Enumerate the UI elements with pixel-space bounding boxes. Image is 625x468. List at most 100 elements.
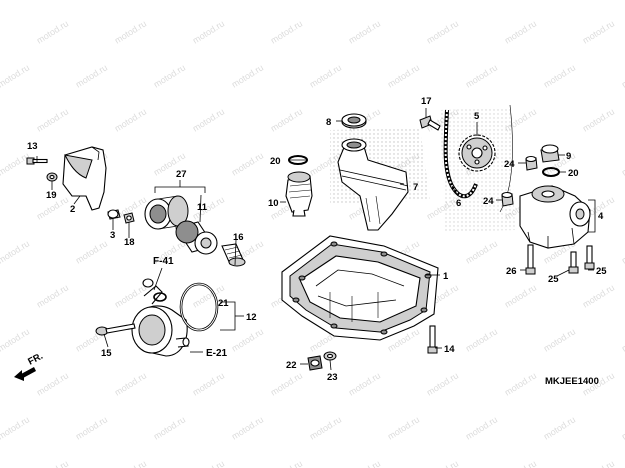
bolt-13	[26, 157, 48, 165]
bolt-15	[95, 323, 136, 336]
watermark-text: motod.ru	[464, 62, 499, 89]
watermark-text: motod.ru	[191, 370, 226, 397]
callout-21: 21	[218, 298, 229, 309]
watermark-text: motod.ru	[425, 458, 460, 468]
watermark-text: motod.ru	[542, 414, 577, 441]
watermark-text: motod.ru	[0, 238, 31, 265]
dowel-24-upper	[525, 155, 538, 171]
callout-20-right: 20	[568, 168, 579, 179]
watermark-text: motod.ru	[0, 326, 31, 353]
callout-5: 5	[474, 111, 480, 122]
callout-3: 3	[110, 230, 115, 241]
watermark-text: motod.ru	[464, 326, 499, 353]
watermark-text: motod.ru	[620, 326, 625, 353]
watermark-text: motod.ru	[191, 458, 226, 468]
watermark-text: motod.ru	[620, 150, 625, 177]
watermark-text: motod.ru	[347, 18, 382, 45]
callout-6: 6	[456, 198, 461, 209]
callout-18: 18	[124, 237, 135, 248]
watermark-text: motod.ru	[386, 0, 421, 2]
bolt-25-left	[568, 251, 579, 274]
leader-lines	[36, 108, 594, 371]
watermark-text: motod.ru	[581, 18, 616, 45]
callout-23: 23	[327, 372, 338, 383]
callout-25-right: 25	[596, 266, 607, 277]
oil-cooler-12	[131, 278, 190, 357]
watermark-text: motod.ru	[113, 106, 148, 133]
watermark-text: motod.ru	[0, 0, 31, 2]
callout-22: 22	[286, 360, 297, 371]
watermark-text: motod.ru	[35, 18, 70, 45]
watermark-text: motod.ru	[152, 0, 187, 2]
watermark-text: motod.ru	[269, 458, 304, 468]
watermark-text: motod.ru	[74, 238, 109, 265]
watermark-text: motod.ru	[308, 0, 343, 2]
oil-filter-adapter-27	[144, 195, 189, 230]
watermark-text: motod.ru	[308, 414, 343, 441]
watermark-text: motod.ru	[35, 106, 70, 133]
watermark-text: motod.ru	[464, 414, 499, 441]
watermark-text: motod.ru	[503, 282, 538, 309]
callout-1: 1	[443, 271, 449, 282]
callout-16: 16	[233, 232, 244, 243]
watermark-text: motod.ru	[269, 370, 304, 397]
watermark-text: motod.ru	[0, 414, 31, 441]
watermark-text: motod.ru	[35, 458, 70, 468]
watermark-text: motod.ru	[620, 0, 625, 2]
ref-e21: E-21	[206, 348, 228, 359]
watermark-text: motod.ru	[386, 414, 421, 441]
watermark-text: motod.ru	[347, 370, 382, 397]
watermark-text: motod.ru	[620, 414, 625, 441]
callout-19: 19	[46, 190, 57, 201]
oil-pan-1	[281, 235, 439, 341]
watermark-text: motod.ru	[542, 62, 577, 89]
watermark-text: motod.ru	[230, 62, 265, 89]
o-ring-21	[153, 282, 219, 332]
watermark-text: motod.ru	[503, 370, 538, 397]
watermark-text: motod.ru	[464, 238, 499, 265]
watermark-text: motod.ru	[113, 18, 148, 45]
watermark-text: motod.ru	[581, 282, 616, 309]
callout-12: 12	[246, 312, 257, 323]
watermark-text: motod.ru	[386, 62, 421, 89]
watermark-text: motod.ru	[230, 0, 265, 2]
watermark-text: motod.ru	[74, 0, 109, 2]
watermark-text: motod.ru	[0, 62, 31, 89]
watermark-text: motod.ru	[74, 62, 109, 89]
watermark-text: motod.ru	[230, 414, 265, 441]
watermark-text: motod.ru	[230, 326, 265, 353]
watermark-text: motod.ru	[581, 458, 616, 468]
watermark-text: motod.ru	[230, 150, 265, 177]
sprocket-5	[458, 134, 496, 172]
watermark-text: motod.ru	[425, 370, 460, 397]
watermark-text: motod.ru	[269, 106, 304, 133]
callout-14: 14	[444, 344, 455, 355]
callout-15: 15	[101, 348, 112, 359]
bolt-17	[419, 115, 441, 131]
watermark-text: motod.ru	[269, 18, 304, 45]
callout-13: 13	[27, 141, 38, 152]
watermark-text: motod.ru	[620, 238, 625, 265]
watermark-text: motod.ru	[347, 458, 382, 468]
washer-23	[323, 351, 337, 361]
bolt-25-right	[584, 245, 595, 270]
watermark-text: motod.ru	[113, 282, 148, 309]
callout-25-left: 25	[548, 274, 559, 285]
watermark-text: motod.ru	[35, 370, 70, 397]
callout-24-upper: 24	[504, 159, 515, 170]
ref-f41: F-41	[153, 256, 174, 267]
watermark-text: motod.ru	[113, 458, 148, 468]
watermark-text: motod.ru	[35, 282, 70, 309]
watermark-text: motod.ru	[425, 18, 460, 45]
bolt-14	[427, 325, 438, 354]
watermark-text: motod.ru	[503, 458, 538, 468]
watermark-text: motod.ru	[542, 326, 577, 353]
watermark-text: motod.ru	[113, 370, 148, 397]
callout-2: 2	[70, 204, 75, 215]
fitting-16	[221, 243, 246, 267]
callout-10: 10	[268, 198, 279, 209]
cover-2	[62, 146, 107, 211]
callout-24-lower: 24	[483, 196, 494, 207]
callout-8: 8	[326, 117, 331, 128]
callout-11: 11	[197, 202, 208, 213]
